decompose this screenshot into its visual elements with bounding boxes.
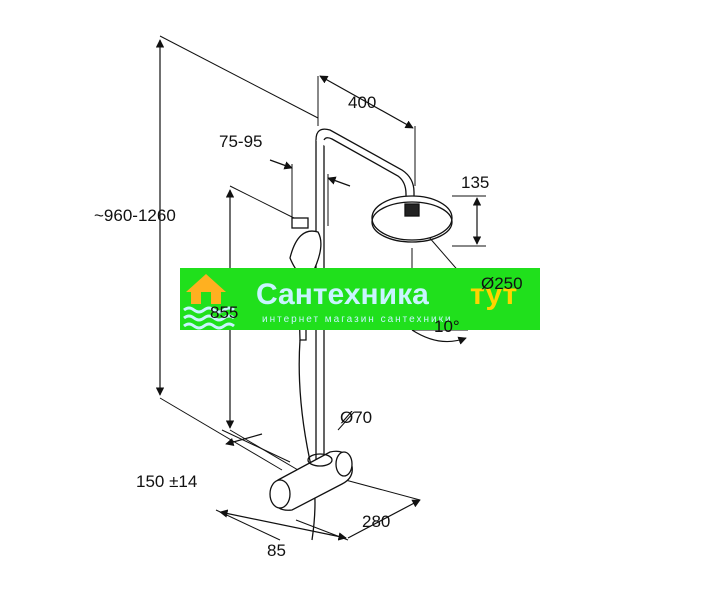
overhead-arm: [315, 128, 415, 206]
watermark-brand-part2: тут: [470, 278, 517, 311]
label-wall-offset: 85: [267, 541, 286, 560]
rain-shower-head-face: [371, 201, 453, 243]
hose: [298, 339, 316, 541]
pipe-ring: [307, 453, 333, 467]
water-waves-icon: [183, 306, 235, 330]
label-mixer-width: 280: [362, 512, 390, 531]
label-holder-height: 855: [210, 303, 238, 322]
watermark-band: [180, 268, 540, 330]
label-head-drop: 135: [461, 173, 489, 192]
label-tilt-angle: 10°: [434, 317, 460, 336]
label-pipe-diameter: Ø70: [340, 408, 372, 427]
watermark: Сантехника тут интернет магазин сантехни…: [180, 268, 540, 330]
label-arm-length: 400: [348, 93, 376, 112]
house-logo-icon: [186, 274, 226, 304]
watermark-brand-part1: Сантехника: [256, 278, 429, 311]
mixer-knob-right: [335, 451, 353, 477]
head-connector: [404, 203, 420, 217]
dimension-labels: ~960-1260 400 75-95 135 Ø250 10° 855 Ø70…: [94, 93, 523, 560]
mixer-knob-left: [269, 479, 291, 509]
mixer-width-line: [347, 499, 421, 539]
arm-dimension-line: [319, 75, 414, 129]
label-holder-range: 75-95: [219, 132, 262, 151]
holder-range-line: [269, 159, 293, 170]
watermark-tagline: интернет магазин сантехники: [262, 314, 453, 325]
rain-shower-head: [371, 195, 453, 241]
label-head-diameter: Ø250: [481, 274, 523, 293]
label-center-distance: 150 ±14: [136, 472, 197, 491]
holder-range-line-2: [327, 176, 351, 187]
holder-bracket: [291, 217, 309, 229]
label-height-range: ~960-1260: [94, 206, 176, 225]
tilt-angle-arc: [411, 329, 467, 345]
shower-assembly: [269, 128, 453, 541]
center-distance-line: [225, 433, 263, 447]
wall-offset-line: [219, 509, 347, 541]
